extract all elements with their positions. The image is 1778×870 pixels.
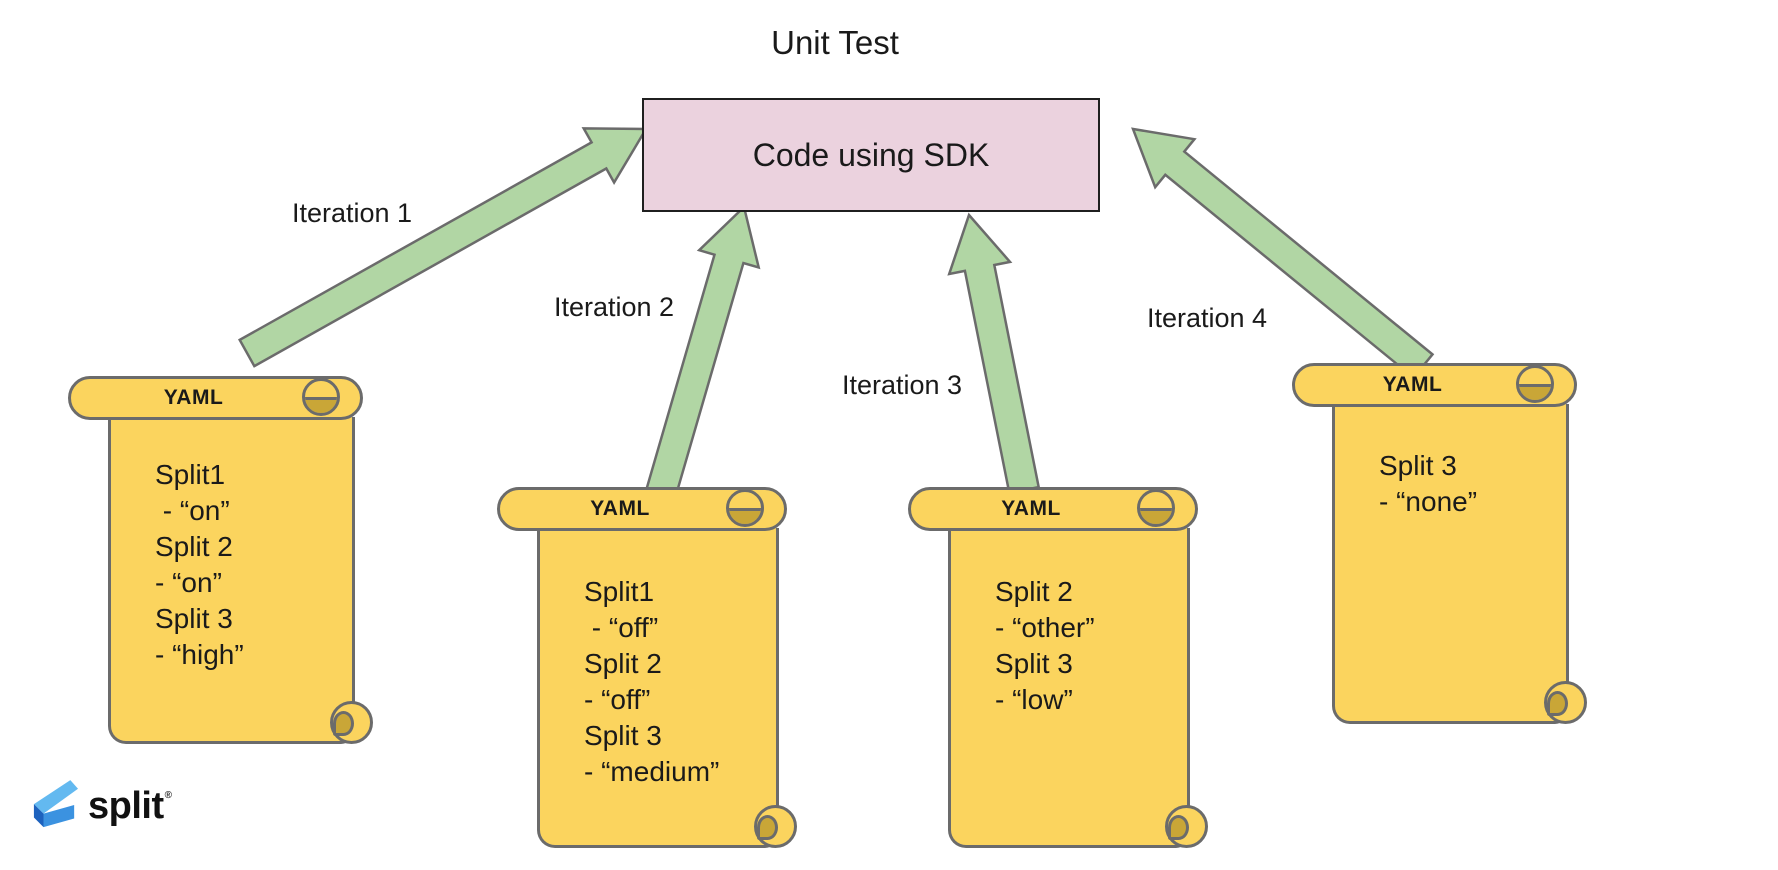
scroll-corner-curl-icon xyxy=(754,805,797,848)
scroll-2-header-bar: YAML xyxy=(497,487,787,531)
split-logo-mark-icon xyxy=(33,780,78,828)
scroll-3-header: YAML xyxy=(1001,497,1061,520)
code-using-sdk-box: Code using SDK xyxy=(642,98,1100,212)
split-logo-text: split® xyxy=(88,785,172,827)
scroll-2-header: YAML xyxy=(590,497,650,520)
arrow-iteration-2 xyxy=(645,204,761,499)
scroll-3-header-bar: YAML xyxy=(908,487,1198,531)
arrow-iteration-1 xyxy=(238,127,649,368)
scroll-1-content: Split1 - “on” Split 2 - “on” Split 3 - “… xyxy=(155,459,244,670)
yaml-scroll-1: Split1 - “on” Split 2 - “on” Split 3 - “… xyxy=(68,376,373,744)
registered-mark: ® xyxy=(164,790,172,801)
scroll-top-curl-icon xyxy=(726,489,764,527)
scroll-corner-curl-icon xyxy=(330,701,373,744)
scroll-corner-curl-icon xyxy=(1165,805,1208,848)
scroll-corner-curl-icon xyxy=(1544,681,1587,724)
arrow-iteration-4 xyxy=(1131,127,1435,380)
scroll-1-header-bar: YAML xyxy=(68,376,363,420)
scroll-4-header: YAML xyxy=(1382,373,1443,396)
scroll-3-content: Split 2 - “other” Split 3 - “low” xyxy=(995,576,1095,715)
code-using-sdk-label: Code using SDK xyxy=(752,136,990,173)
scroll-2-body: Split1 - “off” Split 2 - “off” Split 3 -… xyxy=(537,528,797,848)
iteration-3-label: Iteration 3 xyxy=(842,370,963,400)
iteration-2-label: Iteration 2 xyxy=(554,292,675,322)
yaml-scroll-4: Split 3 - “none” YAML xyxy=(1292,363,1587,724)
scroll-top-curl-icon xyxy=(1137,489,1175,527)
scroll-2-content: Split1 - “off” Split 2 - “off” Split 3 -… xyxy=(584,576,720,787)
scroll-top-curl-icon xyxy=(1516,365,1554,403)
scroll-4-header-bar: YAML xyxy=(1292,363,1577,407)
arrow-iteration-3 xyxy=(947,212,1041,495)
scroll-4-content: Split 3 - “none” xyxy=(1379,450,1478,517)
diagram-title: Unit Test xyxy=(771,24,899,61)
iteration-4-label: Iteration 4 xyxy=(1147,303,1268,333)
scroll-1-body: Split1 - “on” Split 2 - “on” Split 3 - “… xyxy=(108,417,373,744)
scroll-top-curl-icon xyxy=(302,378,340,416)
scroll-1-header: YAML xyxy=(163,386,224,409)
split-logo: split® xyxy=(32,780,172,832)
scroll-3-body: Split 2 - “other” Split 3 - “low” xyxy=(948,528,1208,848)
iteration-1-label: Iteration 1 xyxy=(292,198,413,228)
yaml-scroll-3: Split 2 - “other” Split 3 - “low” YAML xyxy=(908,487,1208,848)
scroll-4-body: Split 3 - “none” xyxy=(1332,404,1587,724)
yaml-scroll-2: Split1 - “off” Split 2 - “off” Split 3 -… xyxy=(497,487,797,848)
